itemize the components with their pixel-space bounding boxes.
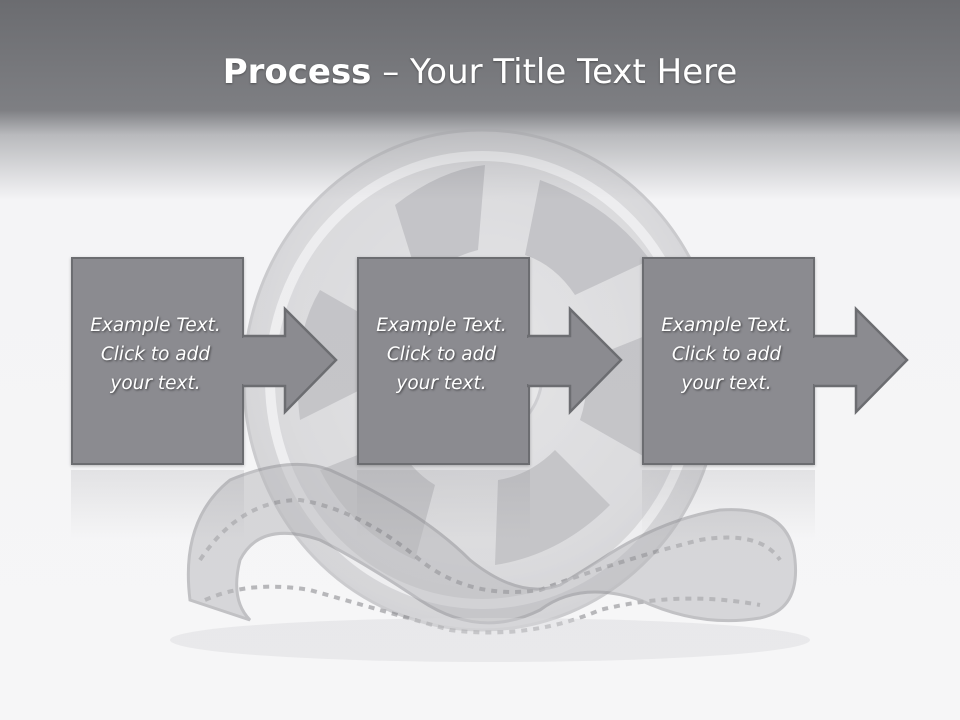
step-text-line: your text. — [110, 373, 201, 394]
step-text[interactable]: Example Text. Click to add your text. — [71, 311, 240, 398]
step-text-line: Click to add — [671, 344, 782, 365]
step-text-line: Click to add — [100, 344, 211, 365]
step-text-line: Example Text. — [90, 315, 221, 336]
step-text-line: your text. — [396, 373, 487, 394]
step-box[interactable] — [357, 257, 530, 465]
process-step-1[interactable]: Example Text. Click to add your text. — [71, 257, 244, 465]
step-text-line: Example Text. — [661, 315, 792, 336]
arrow-right-icon[interactable] — [242, 306, 342, 416]
step-text-line: Click to add — [386, 344, 497, 365]
process-step-3[interactable]: Example Text. Click to add your text. — [642, 257, 815, 465]
arrow-right-icon[interactable] — [527, 306, 627, 416]
title-bold: Process — [222, 52, 372, 92]
step-text-line: your text. — [681, 373, 772, 394]
step-box[interactable] — [642, 257, 815, 465]
arrow-right-icon[interactable] — [813, 306, 913, 416]
step-text-line: Example Text. — [376, 315, 507, 336]
slide-title[interactable]: Process – Your Title Text Here — [0, 52, 960, 92]
step-reflection — [357, 470, 530, 540]
step-box[interactable] — [71, 257, 244, 465]
step-text[interactable]: Example Text. Click to add your text. — [357, 311, 526, 398]
process-step-2[interactable]: Example Text. Click to add your text. — [357, 257, 530, 465]
step-reflection — [642, 470, 815, 540]
step-reflection — [71, 470, 244, 540]
title-rest: – Your Title Text Here — [371, 52, 738, 92]
step-text[interactable]: Example Text. Click to add your text. — [642, 311, 811, 398]
